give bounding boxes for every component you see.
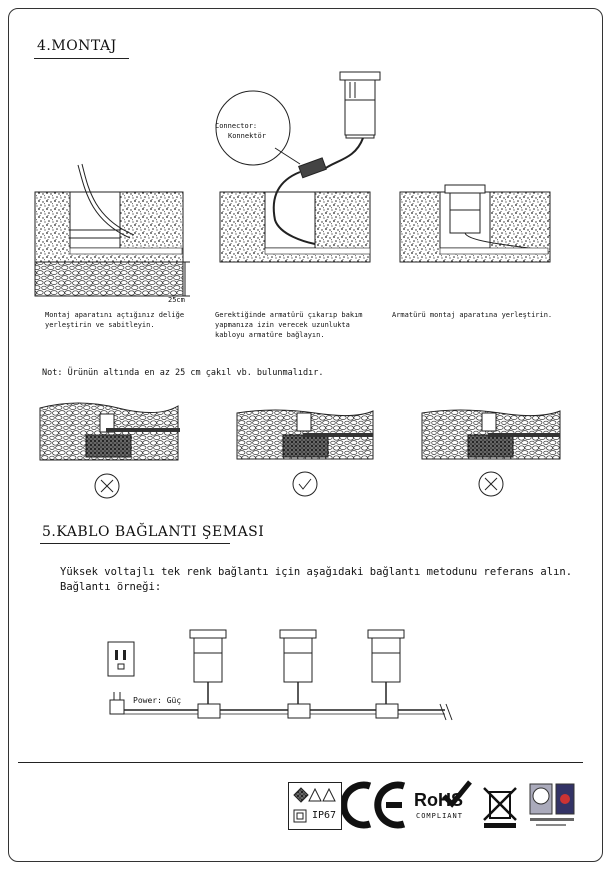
protection-class-icon: [293, 809, 307, 823]
ip-rating-text: IP67: [312, 810, 337, 821]
step-1-caption-line-1: Montaj aparatını açtığınız deliğe: [45, 311, 185, 319]
gravel-example-wrong-1: [39, 402, 180, 461]
gravel-example-wrong-2: [421, 409, 561, 460]
wiring-instruction: Yüksek voltajlı tek renk bağlantı için a…: [60, 566, 573, 578]
ip-rating-badge: IP67: [288, 782, 342, 830]
connector-label-en: Connector:: [215, 122, 258, 130]
gravel-note: Not: Ürünün altında en az 25 cm çakıl vb…: [42, 368, 324, 378]
section-5-title: 5.KABLO BAĞLANTI ŞEMASI: [42, 524, 265, 540]
rohs-compliant-text: COMPLIANT: [416, 812, 463, 820]
step-2-caption-line-3: kabloyu armatüre bağlayın.: [215, 331, 325, 339]
wiring-example-label: Bağlantı örneği:: [60, 581, 162, 593]
connector-label-tr: Konnektör: [228, 132, 266, 140]
step-2-caption-line-1: Gerektiğinde armatürü çıkarıp bakım: [215, 311, 363, 319]
weee-bin-icon: [483, 787, 517, 828]
rohs-badge: RoHS COMPLIANT: [412, 780, 472, 824]
install-step-1-diagram: [34, 163, 190, 297]
section-4-underline: [34, 58, 129, 59]
wrong-mark-icon: [478, 471, 504, 497]
page-frame: [8, 8, 603, 862]
depth-dimension-label: 25cm: [168, 296, 185, 304]
gravel-example-correct: [236, 409, 374, 460]
rohs-check-icon: [442, 780, 472, 808]
power-label: Power: Güç: [133, 696, 182, 705]
ce-mark-icon: [342, 781, 406, 829]
step-2-caption-line-2: yapmanıza izin verecek uzunlukta: [215, 321, 350, 329]
footer-divider: [18, 762, 583, 763]
ip-warning-icon: [293, 787, 336, 803]
step-1-caption-line-2: yerleştirin ve sabitleyin.: [45, 321, 155, 329]
step-3-caption: Armatürü montaj aparatına yerleştirin.: [392, 311, 553, 319]
wiring-diagram: [107, 629, 453, 721]
section-4-title: 4.MONTAJ: [37, 38, 117, 54]
qa-logo-icon: [529, 783, 575, 826]
plug-icon: [109, 692, 125, 715]
power-outlet-icon: [107, 641, 135, 677]
wrong-mark-icon: [94, 473, 120, 499]
install-step-3-diagram: [399, 184, 551, 263]
section-5-underline: [40, 543, 230, 544]
check-mark-icon: [292, 471, 318, 497]
install-step-2-diagram: [215, 71, 381, 263]
